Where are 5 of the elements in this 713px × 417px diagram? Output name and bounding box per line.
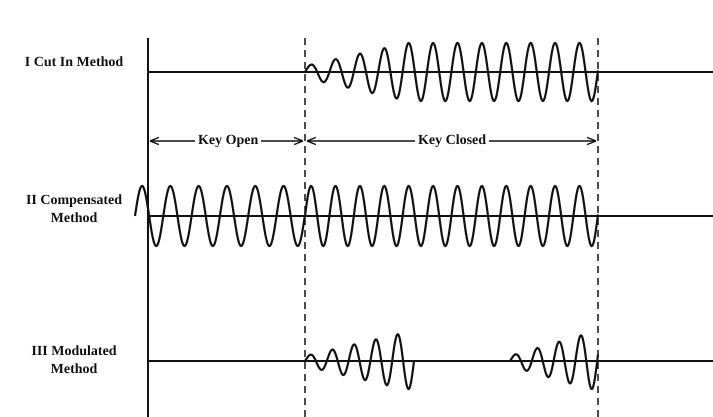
- row-label: I Cut In Method: [24, 54, 124, 72]
- dimension-label: Key Open: [195, 133, 262, 149]
- row-label: II Compensated Method: [24, 192, 124, 228]
- row-label: III Modulated Method: [30, 343, 118, 379]
- dimension-label: Key Closed: [415, 133, 490, 149]
